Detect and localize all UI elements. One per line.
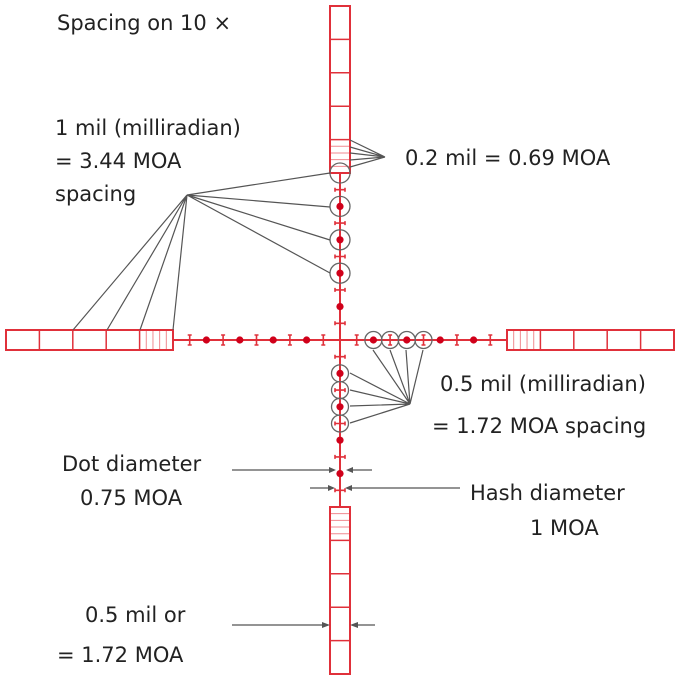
label-1mil-1: 1 mil (milliradian) bbox=[55, 116, 241, 140]
reticle-dot bbox=[336, 236, 344, 244]
reticle-hash bbox=[334, 421, 346, 426]
reticle-hash bbox=[334, 254, 346, 259]
label-hash-2: 1 MOA bbox=[530, 516, 599, 540]
reticle-dot bbox=[336, 202, 344, 210]
leader-1mil bbox=[72, 172, 331, 331]
label-1mil-2: = 3.44 MOA bbox=[55, 149, 182, 173]
reticle-hash bbox=[334, 454, 346, 459]
reticle-hash bbox=[254, 334, 259, 346]
reticle-post bbox=[329, 506, 351, 675]
reticle-dot bbox=[336, 369, 344, 377]
reticle-dot bbox=[369, 336, 377, 344]
reticle-dot bbox=[336, 470, 344, 478]
label-dot-1: Dot diameter bbox=[62, 452, 201, 476]
reticle-hash bbox=[334, 354, 346, 359]
reticle-dot bbox=[336, 436, 344, 444]
arrow-icon bbox=[329, 467, 353, 473]
label-05mil-2: = 1.72 MOA spacing bbox=[432, 414, 646, 438]
reticle-dot bbox=[436, 336, 444, 344]
label-post-1: 0.5 mil or bbox=[85, 603, 186, 627]
reticle-dot bbox=[303, 336, 311, 344]
reticle-dot bbox=[403, 336, 411, 344]
reticle-post bbox=[329, 5, 351, 174]
label-02mil: 0.2 mil = 0.69 MOA bbox=[405, 146, 611, 170]
label-hash-1: Hash diameter bbox=[470, 481, 625, 505]
reticle-hash bbox=[334, 321, 346, 326]
label-05mil-1: 0.5 mil (milliradian) bbox=[440, 372, 646, 396]
leader-02mil bbox=[349, 139, 386, 168]
reticle-hash bbox=[334, 187, 346, 192]
reticle-hash bbox=[221, 334, 226, 346]
label-post-2: = 1.72 MOA bbox=[57, 643, 184, 667]
reticle-post bbox=[5, 329, 174, 351]
reticle-hash bbox=[454, 334, 459, 346]
reticle-hash bbox=[321, 334, 326, 346]
labels: Spacing on 10 × 1 mil (milliradian) = 3.… bbox=[55, 11, 646, 667]
reticle-hash bbox=[187, 334, 192, 346]
leader-05mil bbox=[349, 349, 424, 424]
reticle-hash bbox=[334, 488, 346, 493]
reticle-dot bbox=[336, 269, 344, 277]
reticle-hash bbox=[421, 334, 426, 346]
reticle-dot bbox=[202, 336, 210, 344]
reticle-dot bbox=[236, 336, 244, 344]
highlight-circle bbox=[329, 262, 351, 284]
arrow-icon bbox=[328, 485, 352, 491]
reticle-hash bbox=[388, 334, 393, 346]
reticle-hash bbox=[287, 334, 292, 346]
reticle-dot bbox=[336, 403, 344, 411]
label-1mil-3: spacing bbox=[55, 182, 136, 206]
reticle-hash bbox=[354, 334, 359, 346]
arrow-icon bbox=[322, 622, 358, 628]
reticle-hash bbox=[488, 334, 493, 346]
reticle-hash bbox=[334, 287, 346, 292]
highlight-circle bbox=[414, 330, 433, 350]
reticle bbox=[5, 5, 675, 675]
reticle-dot bbox=[336, 303, 344, 311]
leaders bbox=[72, 139, 460, 628]
reticle-hash bbox=[334, 388, 346, 393]
reticle-dot bbox=[269, 336, 277, 344]
highlight-circle bbox=[330, 414, 350, 433]
reticle-hash bbox=[334, 221, 346, 226]
label-dot-2: 0.75 MOA bbox=[80, 486, 183, 510]
reticle-post bbox=[506, 329, 675, 351]
title: Spacing on 10 × bbox=[57, 11, 231, 35]
reticle-dot bbox=[470, 336, 478, 344]
